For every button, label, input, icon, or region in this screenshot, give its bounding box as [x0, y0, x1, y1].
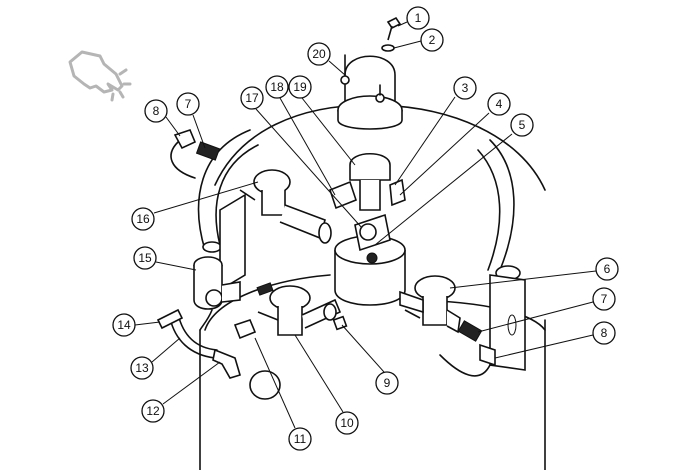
manifold [329, 153, 406, 306]
callout-12[interactable]: 12 [141, 399, 165, 423]
callout-15[interactable]: 15 [133, 246, 157, 270]
svg-text:3: 3 [462, 81, 469, 95]
svg-text:8: 8 [153, 104, 160, 118]
svg-text:17: 17 [245, 91, 259, 105]
svg-text:6: 6 [604, 262, 611, 276]
callout-7-upper[interactable]: 7 [176, 92, 200, 116]
leader-lines [134, 21, 597, 429]
callout-11[interactable]: 11 [288, 427, 312, 451]
svg-text:7: 7 [185, 97, 192, 111]
valve-lower [257, 285, 342, 336]
screw [386, 16, 402, 41]
left-bracket [219, 193, 246, 292]
svg-text:18: 18 [270, 80, 284, 94]
valve-upper-left [239, 169, 332, 244]
callout-7-right[interactable]: 7 [592, 287, 616, 311]
callout-1[interactable]: 1 [406, 6, 430, 30]
fitting-left [256, 282, 274, 296]
plug-11-small [233, 319, 257, 340]
svg-text:15: 15 [138, 251, 152, 265]
svg-text:7: 7 [601, 292, 608, 306]
hose-lower-left [156, 308, 241, 379]
valve-right [399, 275, 461, 334]
svg-text:10: 10 [340, 416, 354, 430]
pointing-hand-icon[interactable] [68, 50, 132, 102]
callout-14[interactable]: 14 [112, 313, 136, 337]
callout-8-right[interactable]: 8 [592, 321, 616, 345]
svg-text:12: 12 [146, 404, 160, 418]
callout-16[interactable]: 16 [131, 207, 155, 231]
callout-6[interactable]: 6 [595, 257, 619, 281]
washer [381, 44, 395, 52]
hose-right [439, 320, 496, 377]
callout-5[interactable]: 5 [510, 113, 534, 137]
callout-8-upper[interactable]: 8 [144, 99, 168, 123]
svg-text:8: 8 [601, 326, 608, 340]
callout-2[interactable]: 2 [420, 28, 444, 52]
callout-13[interactable]: 13 [130, 356, 154, 380]
callout-9[interactable]: 9 [375, 371, 399, 395]
svg-text:2: 2 [429, 33, 436, 47]
right-bracket [489, 274, 526, 371]
callout-20[interactable]: 20 [307, 42, 331, 66]
svg-text:16: 16 [136, 212, 150, 226]
callout-18[interactable]: 18 [265, 75, 289, 99]
svg-text:5: 5 [519, 118, 526, 132]
svg-text:11: 11 [294, 432, 307, 446]
svg-text:9: 9 [384, 376, 391, 390]
callout-19[interactable]: 19 [288, 75, 312, 99]
svg-text:14: 14 [117, 318, 131, 332]
callout-3[interactable]: 3 [453, 76, 477, 100]
hose-upper-left [170, 129, 221, 179]
callout-17[interactable]: 17 [240, 86, 264, 110]
top-cap [337, 54, 403, 130]
svg-text:13: 13 [135, 361, 149, 375]
callout-10[interactable]: 10 [335, 411, 359, 435]
callout-4[interactable]: 4 [487, 92, 511, 116]
svg-text:20: 20 [312, 47, 326, 61]
svg-text:19: 19 [293, 80, 307, 94]
svg-text:1: 1 [415, 11, 422, 25]
filter-housing [193, 256, 241, 310]
svg-text:4: 4 [496, 97, 503, 111]
